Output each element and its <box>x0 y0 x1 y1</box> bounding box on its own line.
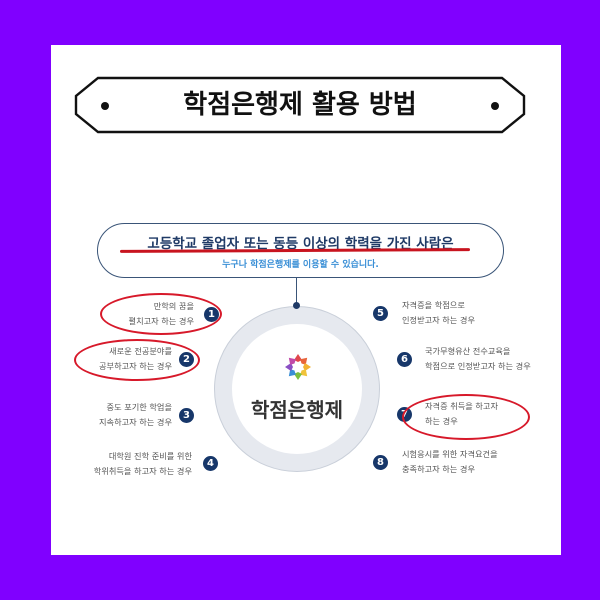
list-item-4: 대학원 진학 준비를 위한 학위취득을 하고자 하는 경우 <box>93 451 192 476</box>
number-badge-4: 4 <box>203 456 218 471</box>
banner-frame <box>74 76 526 134</box>
title-banner: 학점은행제 활용 방법 <box>74 76 526 134</box>
list-item-6: 국가무형유산 전수교육을 학점으로 인정받고자 하는 경우 <box>425 346 531 371</box>
list-item-3: 중도 포기한 학업을 지속하고자 하는 경우 <box>99 402 172 427</box>
connector-dot <box>293 302 300 309</box>
connector-line <box>296 277 298 303</box>
list-item-8: 시험응시를 위한 자격요건을 충족하고자 하는 경우 <box>402 449 498 474</box>
page-title: 학점은행제 활용 방법 <box>183 90 417 120</box>
bullet-right-icon <box>491 102 499 110</box>
flower-logo-icon <box>285 354 311 380</box>
center-label: 학점은행제 <box>251 398 343 422</box>
number-badge-5: 5 <box>373 306 388 321</box>
number-badge-6: 6 <box>397 352 412 367</box>
eligibility-main-text: 고등학교 졸업자 또는 동등 이상의 학력을 가진 사람은 <box>147 236 454 252</box>
highlight-oval-7 <box>402 394 530 440</box>
list-item-5: 자격증을 학점으로 인정받고자 하는 경우 <box>402 300 475 325</box>
eligibility-sub-text: 누구나 학점은행제를 이용할 수 있습니다. <box>222 260 379 270</box>
highlight-oval-1 <box>100 293 222 335</box>
number-badge-3: 3 <box>179 408 194 423</box>
center-circle <box>232 324 362 454</box>
number-badge-8: 8 <box>373 455 388 470</box>
bullet-left-icon <box>101 102 109 110</box>
highlight-oval-2 <box>74 339 200 381</box>
